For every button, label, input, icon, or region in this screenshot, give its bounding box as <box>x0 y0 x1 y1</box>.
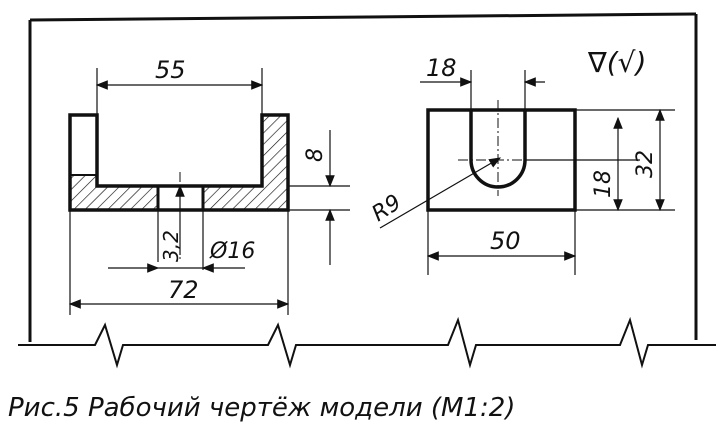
dim-55-label: 55 <box>155 56 186 84</box>
front-view: 55 8 3,2 Ø16 72 <box>68 56 350 315</box>
dim-18-slot-length-label: 18 <box>591 170 616 198</box>
dim-r9-leader <box>379 157 502 229</box>
dim-r9-label: R9 <box>368 190 406 227</box>
dim-50 <box>426 210 577 275</box>
dim-18-slot-width <box>420 70 545 110</box>
section-hatch-right <box>203 115 288 210</box>
dim-8 <box>288 130 350 265</box>
section-hatch-left <box>70 175 158 210</box>
dim-diameter-16-label: Ø16 <box>209 239 255 264</box>
dim-diameter-16 <box>108 210 245 273</box>
drawing-frame <box>28 12 698 342</box>
dim-8-label: 8 <box>303 148 328 162</box>
dim-50-label: 50 <box>490 227 521 255</box>
dim-18-slot-width-label: 18 <box>426 54 457 82</box>
dim-3-2 <box>157 184 185 262</box>
dim-32 <box>575 108 675 212</box>
surface-roughness-mark: ∇(√) <box>587 46 646 79</box>
dim-18-slot-length <box>525 116 640 212</box>
figure-caption: Рис.5 Рабочий чертёж модели (М1:2) <box>8 393 515 423</box>
dim-3-2-label: 3,2 <box>159 230 183 262</box>
break-line <box>18 316 716 369</box>
dim-55 <box>95 68 264 115</box>
dim-32-label: 32 <box>633 150 658 178</box>
dim-72-label: 72 <box>168 276 199 304</box>
dim-72 <box>68 210 290 315</box>
top-view: 18 R9 50 18 32 ∇(√) <box>368 46 675 275</box>
